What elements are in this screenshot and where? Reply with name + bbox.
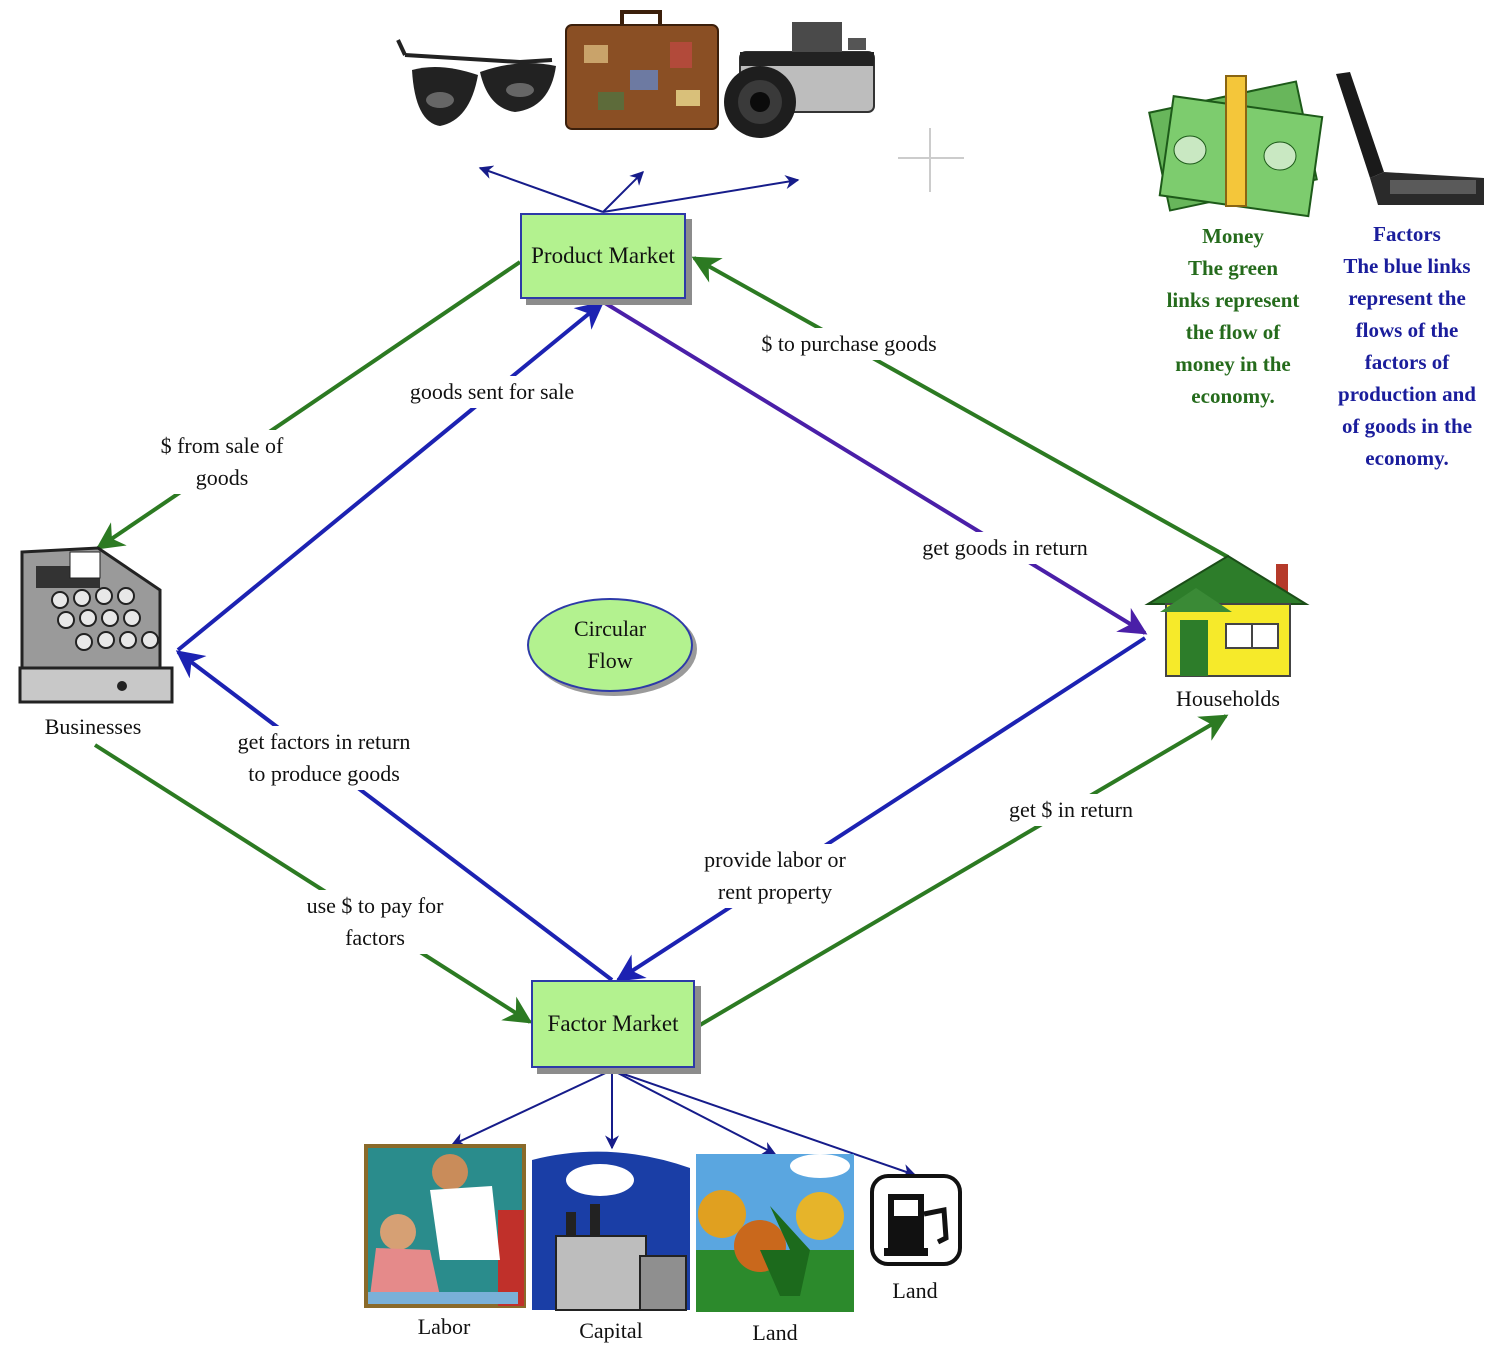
link-households-to-product <box>691 256 1229 559</box>
factor-label-land-2: Land <box>892 1278 938 1303</box>
legend-money-line: links represent <box>1166 288 1300 312</box>
factor-label-capital: Capital <box>579 1318 643 1343</box>
factor-market-label: Factor Market <box>547 1011 679 1036</box>
center-label-line2: Flow <box>587 648 633 673</box>
label-factors-return: get factors in return to produce goods <box>218 726 430 790</box>
center-label-line1: Circular <box>573 616 647 641</box>
label-to-purchase: $ to purchase goods <box>744 328 954 360</box>
link-product-to-households <box>603 301 1148 635</box>
money-stack-icon <box>1148 75 1324 218</box>
suitcase-icon <box>565 10 719 130</box>
label-provide-labor-l2: rent property <box>717 879 833 904</box>
product-market-box: Product Market <box>520 213 686 299</box>
label-factors-return-l2: to produce goods <box>248 761 400 786</box>
label-goods-sent: goods sent for sale <box>394 376 590 408</box>
link-businesses-to-factor <box>93 743 533 1024</box>
house-icon <box>1144 554 1310 677</box>
label-provide-labor: provide labor or rent property <box>688 844 862 908</box>
households-label: Households <box>1176 686 1280 711</box>
legend-factors-line: economy. <box>1365 446 1449 470</box>
label-from-sale-l2: goods <box>195 465 249 490</box>
legend-money: Money The green links represent the flow… <box>1140 220 1326 412</box>
link-businesses-to-product <box>176 301 605 652</box>
label-use-money-l2: factors <box>345 925 405 950</box>
legend-factors-line: flows of the <box>1355 318 1459 342</box>
legend-money-line: economy. <box>1191 384 1275 408</box>
legend-money-line: money in the <box>1175 352 1291 376</box>
legend-factors-title: Factors <box>1373 222 1441 246</box>
factor-market-box: Factor Market <box>531 980 695 1068</box>
legend-factors-line: represent the <box>1348 286 1466 310</box>
label-provide-labor-l1: provide labor or <box>704 847 846 872</box>
forest-icon <box>696 1154 854 1312</box>
link-households-to-factor <box>615 636 1147 982</box>
link-factor-to-households <box>698 714 1229 1027</box>
factory-icon <box>532 1150 690 1311</box>
product-market-label: Product Market <box>531 243 675 268</box>
factor-label-labor: Labor <box>417 1314 471 1339</box>
teacher-student-icon <box>364 1144 526 1308</box>
legend-money-title: Money <box>1202 224 1264 248</box>
laptop-icon <box>1336 72 1484 205</box>
label-use-money: use $ to pay for factors <box>286 890 464 954</box>
label-goods-return: get goods in return <box>906 532 1104 564</box>
link-product-to-businesses <box>95 260 522 550</box>
legend-factors: Factors The blue links represent the flo… <box>1326 218 1488 474</box>
factor-label-land-1: Land <box>752 1320 798 1345</box>
legend-factors-line: of goods in the <box>1341 414 1473 438</box>
label-factors-return-l1: get factors in return <box>237 729 411 754</box>
label-get-money: get $ in return <box>994 794 1148 826</box>
label-use-money-l1: use $ to pay for <box>306 893 444 918</box>
camera-icon <box>724 22 875 138</box>
legend-money-line: The green <box>1187 256 1279 280</box>
label-from-sale-l1: $ from sale of <box>160 433 284 458</box>
label-from-sale: $ from sale of goods <box>140 430 304 494</box>
legend-money-line: the flow of <box>1185 320 1281 344</box>
legend-factors-line: production and <box>1338 382 1476 406</box>
circular-flow-oval: Circular Flow <box>527 598 693 692</box>
legend-factors-line: factors of <box>1364 350 1450 374</box>
legend-factors-line: The blue links <box>1343 254 1471 278</box>
cash-register-icon <box>18 546 174 704</box>
sunglasses-icon <box>396 39 556 126</box>
link-factor-to-businesses <box>175 650 614 982</box>
gas-pump-icon <box>870 1174 962 1266</box>
businesses-label: Businesses <box>44 714 142 739</box>
